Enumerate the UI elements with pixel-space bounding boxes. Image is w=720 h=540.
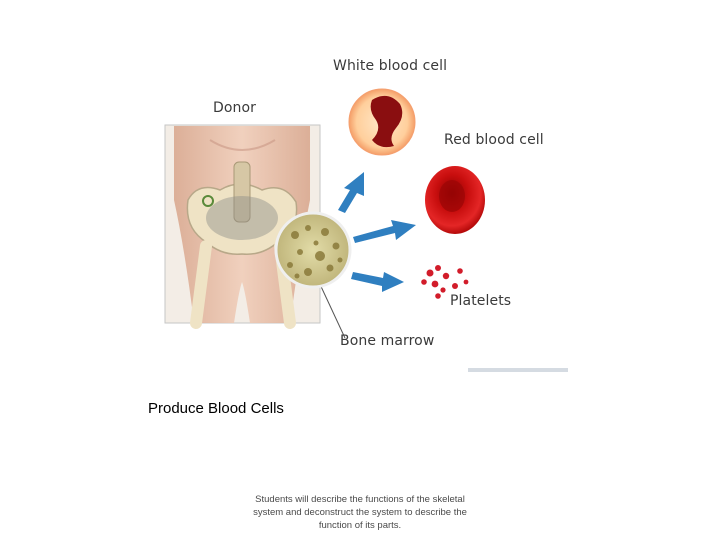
marrow-cells: [287, 225, 343, 279]
spine: [233, 161, 251, 223]
platelets-cluster: [421, 265, 469, 299]
arrows: [338, 172, 416, 292]
sample-site-marker: [202, 195, 214, 207]
left-femur: [190, 240, 212, 329]
red-blood-cell-label: Red blood cell: [444, 132, 544, 148]
slide-caption: Produce Blood Cells: [148, 400, 284, 417]
illustration-svg: [164, 88, 568, 372]
slide-footer-objective: Students will describe the functions of …: [253, 494, 467, 531]
arrow-to-white-blood-cell: [338, 172, 364, 213]
white-blood-cell-nucleus: [370, 95, 403, 148]
arrow-to-red-blood-cell: [353, 220, 416, 243]
marrow-leader-line: [317, 279, 346, 339]
blood-cell-production-illustration: White blood cell Donor Red blood cell Pl…: [150, 50, 580, 375]
abdominal-organs: [206, 196, 278, 240]
red-blood-cell-center: [439, 180, 465, 212]
bone-marrow-label: Bone marrow: [340, 333, 435, 349]
arrow-to-platelets: [351, 272, 404, 292]
watermark-stub: [468, 368, 568, 372]
white-blood-cell-label: White blood cell: [333, 58, 448, 74]
donor-label: Donor: [213, 100, 257, 116]
abdomen-shading: [209, 139, 276, 151]
bone-marrow-magnifier: [274, 211, 352, 289]
platelets-label: Platelets: [450, 293, 512, 309]
